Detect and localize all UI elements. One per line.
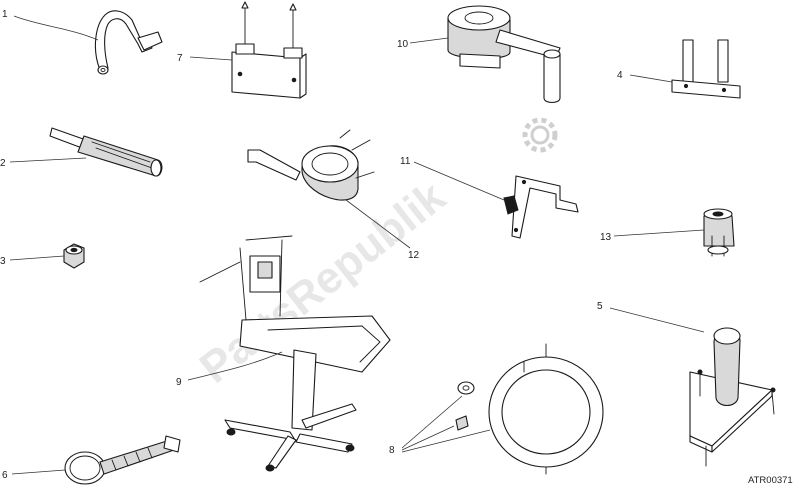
leader-8b — [401, 425, 455, 451]
callout-5: 5 — [597, 301, 603, 312]
leader-10 — [409, 37, 449, 44]
tool-7-pin-plate — [231, 1, 307, 99]
gear-icon — [522, 117, 558, 153]
leader-8c — [401, 429, 491, 453]
tool-11-bracket — [503, 175, 579, 239]
leader-8a — [401, 395, 463, 449]
leader-1 — [13, 15, 99, 41]
tool-8-ring-set — [455, 343, 604, 475]
callout-8: 8 — [389, 445, 395, 456]
callout-2: 2 — [0, 158, 6, 169]
leader-lines — [9, 15, 705, 475]
callout-13: 13 — [600, 232, 612, 243]
leader-7 — [189, 56, 233, 61]
callout-4: 4 — [617, 70, 623, 81]
callout-6: 6 — [2, 470, 8, 481]
tool-2-punch — [49, 127, 163, 177]
callout-11: 11 — [400, 156, 411, 167]
tool-12-ring-plate — [247, 129, 375, 201]
callout-10: 10 — [397, 39, 409, 50]
callout-labels: 1 2 3 4 5 6 7 8 9 10 11 12 13 — [0, 9, 623, 481]
callout-7: 7 — [177, 53, 183, 64]
tool-6-strap-wrench — [64, 435, 181, 485]
callout-12: 12 — [408, 250, 420, 261]
tool-13-sleeve — [703, 208, 735, 257]
leader-9 — [187, 351, 283, 381]
tool-4-bracket — [671, 39, 741, 99]
tool-1-hook — [94, 10, 163, 75]
callout-3: 3 — [0, 256, 6, 267]
leader-13 — [613, 229, 705, 237]
tool-5-base-plate — [689, 327, 776, 467]
tool-3-nut — [63, 243, 85, 269]
leader-2 — [9, 157, 87, 163]
leader-4 — [629, 74, 673, 83]
tool-9-work-stand — [199, 235, 391, 472]
callout-9: 9 — [176, 377, 182, 388]
leader-12 — [345, 199, 411, 249]
drawing-code: ATR00371 — [748, 475, 793, 486]
leader-3 — [9, 255, 65, 261]
leader-6 — [11, 469, 66, 475]
callout-1: 1 — [2, 9, 8, 20]
leader-11 — [413, 161, 505, 201]
leader-5 — [609, 307, 705, 333]
tool-10-clamp — [447, 5, 561, 104]
